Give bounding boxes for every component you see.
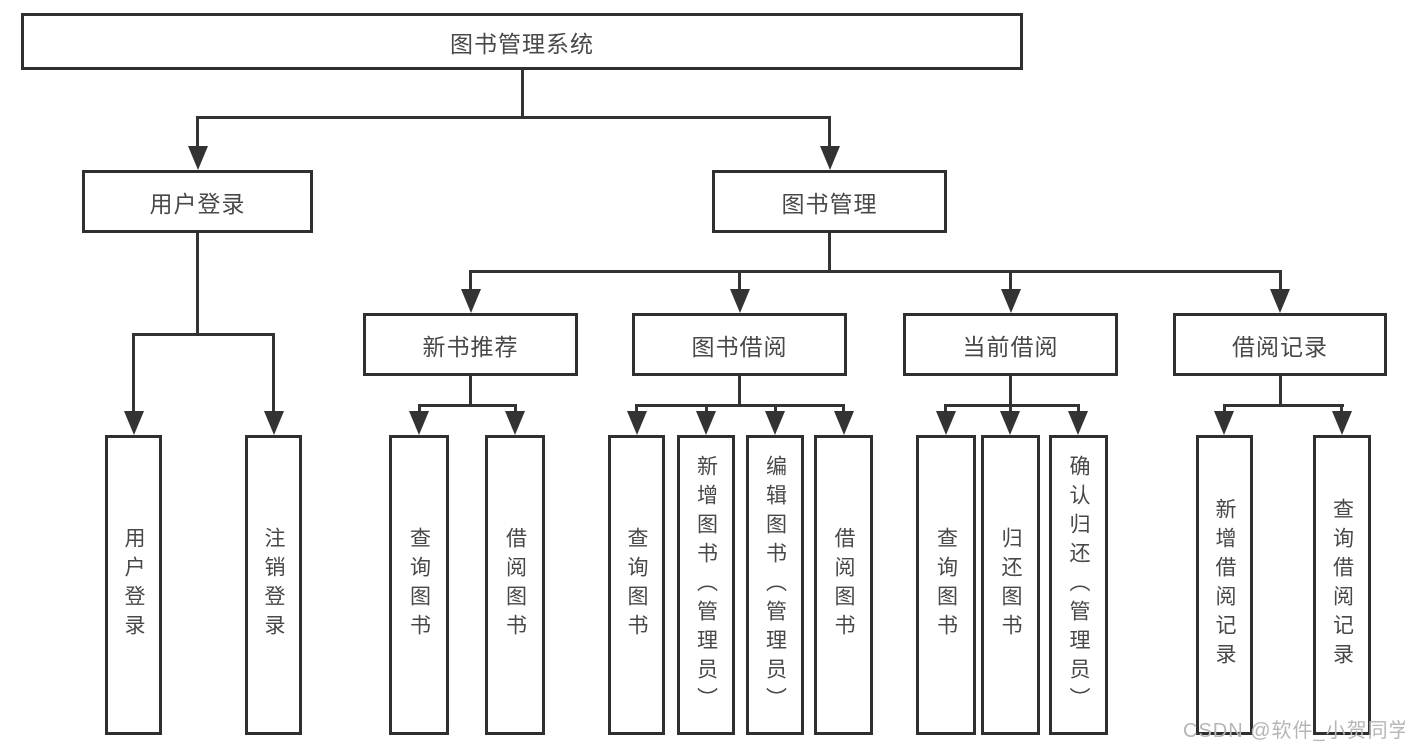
node-book-management: 图书管理: [712, 170, 947, 233]
connector-line: [774, 404, 777, 417]
connector-line: [944, 404, 947, 417]
connector-line: [635, 404, 638, 417]
connector-line: [738, 270, 741, 292]
arrowhead-down-icon: [696, 411, 716, 435]
connector-line: [469, 270, 472, 292]
connector-line: [514, 404, 517, 417]
connector-line: [196, 116, 199, 148]
arrowhead-down-icon: [1001, 289, 1021, 313]
leaf-label: 注销登录: [262, 527, 285, 643]
connector-line: [521, 70, 524, 116]
leaf-label: 查询图书: [407, 527, 431, 643]
leaf-records-query-record: 查询借阅记录: [1313, 435, 1371, 735]
arrowhead-down-icon: [188, 146, 208, 170]
connector-line: [1340, 404, 1343, 417]
connector-line: [272, 333, 275, 417]
leaf-label: 借阅图书: [503, 527, 527, 643]
leaf-current-query-books: 查询图书: [916, 435, 976, 735]
leaf-label: 借阅图书: [832, 527, 855, 643]
connector-line: [469, 270, 1282, 273]
connector-line: [828, 233, 831, 272]
connector-line: [1223, 404, 1344, 407]
leaf-newbook-borrow-books: 借阅图书: [485, 435, 545, 735]
arrowhead-down-icon: [1214, 411, 1234, 435]
arrowhead-down-icon: [409, 411, 429, 435]
connector-line: [944, 404, 1080, 407]
arrowhead-down-icon: [124, 411, 144, 435]
leaf-label: 确认归还（管理员）: [1067, 454, 1090, 716]
node-label: 新书推荐: [422, 333, 519, 360]
node-book-borrowing: 图书借阅: [632, 313, 847, 376]
arrowhead-down-icon: [1332, 411, 1352, 435]
arrowhead-down-icon: [1000, 411, 1020, 435]
connector-line: [132, 333, 275, 336]
leaf-label: 查询图书: [625, 527, 648, 643]
leaf-borrow-add-books-admin: 新增图书（管理员）: [677, 435, 735, 735]
node-borrowing-records: 借阅记录: [1173, 313, 1387, 376]
leaf-current-return-books: 归还图书: [981, 435, 1040, 735]
leaf-logout: 注销登录: [245, 435, 302, 735]
arrowhead-down-icon: [627, 411, 647, 435]
leaf-user-login: 用户登录: [105, 435, 162, 735]
connector-line: [1279, 376, 1282, 406]
leaf-borrow-edit-books-admin: 编辑图书（管理员）: [746, 435, 804, 735]
leaf-newbook-query-books: 查询图书: [389, 435, 449, 735]
arrowhead-down-icon: [264, 411, 284, 435]
arrowhead-down-icon: [1068, 411, 1088, 435]
node-user-login: 用户登录: [82, 170, 313, 233]
leaf-label: 编辑图书（管理员）: [763, 454, 787, 716]
leaf-borrow-borrow-books: 借阅图书: [814, 435, 873, 735]
connector-line: [705, 404, 708, 417]
connector-line: [1077, 404, 1080, 417]
arrowhead-down-icon: [765, 411, 785, 435]
node-label: 图书管理: [781, 190, 878, 217]
node-new-book-recommendation: 新书推荐: [363, 313, 578, 376]
connector-line: [1009, 404, 1012, 417]
connector-line: [418, 404, 517, 407]
connector-line: [196, 233, 199, 335]
connector-line: [1009, 270, 1012, 292]
connector-line: [1279, 270, 1282, 292]
arrowhead-down-icon: [461, 289, 481, 313]
csdn-watermark: CSDN @软件_小贺同学: [1183, 720, 1405, 742]
connector-line: [1223, 404, 1226, 417]
leaf-label: 查询借阅记录: [1330, 498, 1354, 672]
connector-line: [132, 333, 135, 417]
node-label: 图书管理系统: [450, 30, 594, 57]
node-label: 图书借阅: [691, 333, 788, 360]
leaf-current-confirm-return-admin: 确认归还（管理员）: [1049, 435, 1108, 735]
arrowhead-down-icon: [505, 411, 525, 435]
connector-line: [469, 376, 472, 406]
leaf-label: 查询图书: [934, 527, 958, 643]
connector-line: [196, 116, 831, 119]
leaf-label: 用户登录: [122, 527, 145, 643]
arrowhead-down-icon: [730, 289, 750, 313]
node-label: 当前借阅: [962, 333, 1059, 360]
arrowhead-down-icon: [1270, 289, 1290, 313]
leaf-label: 新增借阅记录: [1213, 498, 1236, 672]
node-library-system: 图书管理系统: [21, 13, 1023, 70]
leaf-records-add-record: 新增借阅记录: [1196, 435, 1253, 735]
connector-line: [738, 376, 741, 406]
node-current-borrowing: 当前借阅: [903, 313, 1118, 376]
connector-line: [418, 404, 421, 417]
leaf-label: 归还图书: [999, 527, 1022, 643]
arrowhead-down-icon: [820, 146, 840, 170]
connector-line: [1009, 376, 1012, 406]
connector-line: [828, 116, 831, 148]
leaf-label: 新增图书（管理员）: [694, 454, 718, 716]
arrowhead-down-icon: [834, 411, 854, 435]
leaf-borrow-query-books: 查询图书: [608, 435, 665, 735]
node-label: 借阅记录: [1232, 333, 1328, 360]
connector-line: [842, 404, 845, 417]
arrowhead-down-icon: [936, 411, 956, 435]
node-label: 用户登录: [149, 190, 246, 217]
connector-line: [635, 404, 845, 407]
